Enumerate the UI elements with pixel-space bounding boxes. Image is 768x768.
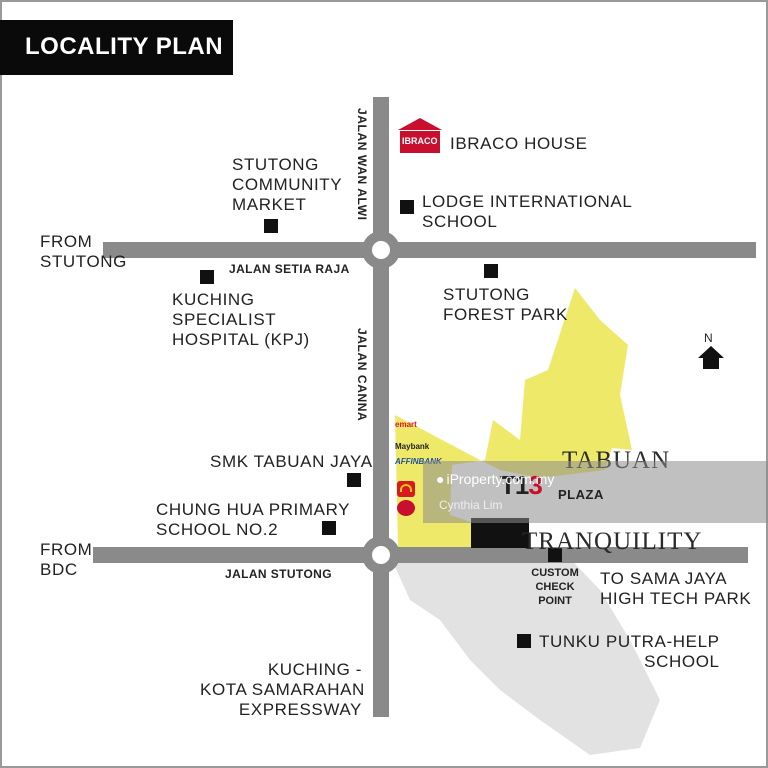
t3-logo-3: 3 — [528, 470, 543, 500]
custom-check-marker — [548, 548, 562, 562]
page-title: LOCALITY PLAN — [25, 33, 224, 60]
tunku-putra-marker — [517, 634, 531, 648]
stutong-market-marker — [264, 219, 278, 233]
title-box: LOCALITY PLAN — [0, 20, 233, 75]
smk-marker — [347, 473, 361, 487]
t3-logo-1: 1 — [514, 470, 530, 500]
plaza-label: PLAZA — [558, 487, 604, 502]
watermark-brand: ●iProperty.com.my — [436, 471, 554, 487]
north-label: N — [704, 331, 714, 345]
project-area — [395, 288, 632, 548]
ibraco-roof-icon — [398, 118, 442, 130]
sama-jaya-label: TO SAMA JAYA HIGH TECH PARK — [600, 569, 752, 608]
ibraco-logo-bg — [400, 131, 440, 153]
kpj-label: KUCHING SPECIALIST HOSPITAL (KPJ) — [172, 290, 310, 349]
affinbank-logo: AFFINBANK — [395, 457, 442, 466]
watermark-band — [423, 461, 768, 523]
road-label-jalan-setia-raja: JALAN SETIA RAJA — [229, 262, 350, 276]
chung-hua-marker — [322, 521, 336, 535]
watermark-brand-text: iProperty.com.my — [446, 471, 555, 487]
north-arrow-icon — [698, 346, 724, 369]
expressway-label: KUCHING - KOTA SAMARAHAN EXPRESSWAY — [200, 660, 365, 719]
lodge-school-marker — [400, 200, 414, 214]
stutong-market-label: STUTONG COMMUNITY MARKET — [232, 155, 343, 214]
t3-plaza-logo: T13 — [500, 470, 543, 501]
project-name-line2: TRANQUILITY — [522, 528, 703, 555]
road-jalan-wan-alwi — [373, 97, 389, 717]
road-label-jalan-canna: JALAN CANNA — [355, 328, 369, 422]
from-bdc-label: FROM BDC — [40, 540, 93, 579]
t3-logo-t: T — [500, 470, 516, 500]
emart-logo: emart — [395, 420, 417, 429]
maybank-logo: Maybank — [395, 442, 430, 451]
ibraco-house-label: IBRACO HOUSE — [450, 134, 588, 153]
forest-park-marker — [484, 264, 498, 278]
grey-land-area — [392, 548, 660, 755]
road-jalan-stutong — [93, 547, 748, 563]
smk-label: SMK TABUAN JAYA — [210, 452, 373, 471]
road-label-jalan-stutong: JALAN STUTONG — [225, 567, 332, 581]
ibraco-logo-text: IBRACO — [402, 136, 438, 146]
kpj-marker — [200, 270, 214, 284]
road-label-jalan-wan-alwi: JALAN WAN ALWI — [355, 108, 369, 221]
lodge-school-label: LODGE INTERNATIONAL SCHOOL — [422, 192, 633, 231]
tunku-putra-label: TUNKU PUTRA-HELP SCHOOL — [539, 632, 720, 671]
watermark-agent: Cynthia Lim — [439, 498, 503, 512]
road-jalan-setia-raja — [103, 242, 756, 258]
mcdonalds-logo-icon — [397, 481, 415, 497]
roundabout-north-inner — [372, 241, 390, 259]
chung-hua-label: CHUNG HUA PRIMARY SCHOOL NO.2 — [156, 500, 351, 539]
from-stutong-label: FROM STUTONG — [40, 232, 128, 271]
custom-check-label: CUSTOM CHECK POINT — [531, 567, 579, 607]
forest-park-label: STUTONG FOREST PARK — [443, 285, 568, 324]
kfc-logo-icon — [397, 500, 415, 516]
roundabout-south-inner — [372, 546, 390, 564]
plaza-block — [471, 518, 529, 548]
location-pin-icon: ● — [436, 471, 445, 487]
